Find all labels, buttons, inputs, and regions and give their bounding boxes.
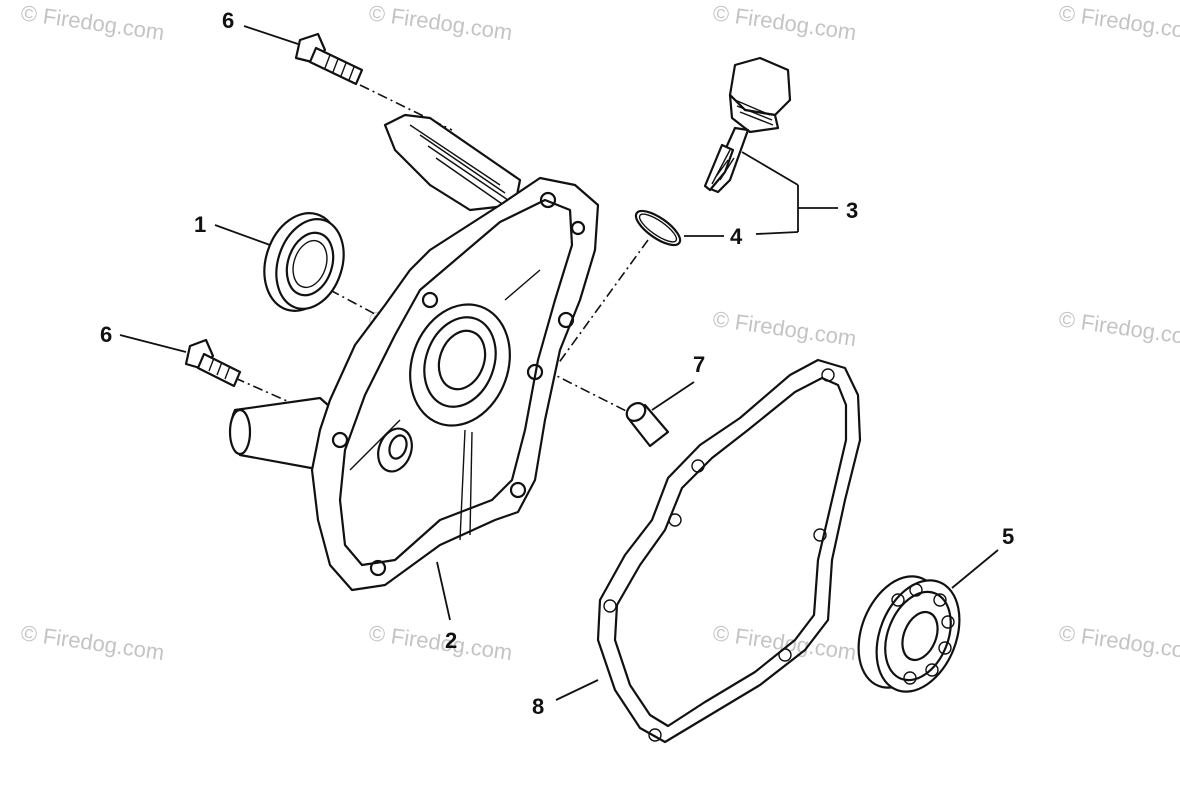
oil-level-gauge: [703, 56, 792, 194]
watermark: © Firedog.com: [1057, 620, 1180, 665]
o-ring: [634, 209, 682, 247]
callout-6-top: 6: [222, 8, 234, 33]
watermark: © Firedog.com: [711, 620, 858, 665]
crankcase-cover: [228, 113, 600, 592]
ball-bearing: [857, 575, 961, 693]
gasket: [596, 358, 862, 744]
flange-bolt-top: [294, 32, 364, 86]
watermark: © Firedog.com: [711, 0, 858, 45]
watermark: © Firedog.com: [711, 306, 858, 351]
callout-5: 5: [1002, 524, 1014, 549]
watermark: © Firedog.com: [367, 620, 514, 665]
watermark: © Firedog.com: [367, 0, 514, 45]
dowel-pin: [625, 402, 670, 448]
callout-2: 2: [445, 628, 457, 653]
watermark: © Firedog.com: [19, 620, 166, 665]
watermark: © Firedog.com: [1057, 306, 1180, 351]
callout-7: 7: [693, 352, 705, 377]
oil-seal: [263, 212, 345, 312]
callout-3: 3: [846, 198, 858, 223]
flange-bolt-lower: [184, 338, 242, 388]
watermark: © Firedog.com: [1057, 0, 1180, 45]
leader-lines: [119, 25, 999, 701]
watermark: © Firedog.com: [19, 0, 166, 45]
callout-1: 1: [194, 212, 206, 237]
callout-6-lower: 6: [100, 322, 112, 347]
callouts: 6 1 6 2 3 4 7 5 8: [100, 8, 1014, 719]
callout-4: 4: [730, 224, 743, 249]
callout-8: 8: [532, 694, 544, 719]
watermarks: © Firedog.com © Firedog.com © Firedog.co…: [19, 0, 1180, 665]
